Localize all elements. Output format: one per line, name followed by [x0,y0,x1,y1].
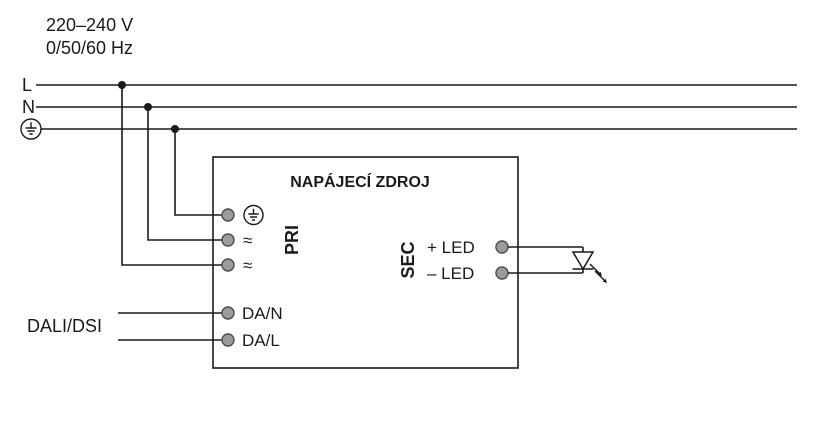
psu-earth-icon-glyph [248,208,259,221]
earth-ground-icon-glyph [25,122,37,135]
wire-n-to-psu [147,107,222,241]
led-emission-arrowhead-2 [602,278,607,283]
led-emission-arrowhead-1 [597,271,602,276]
earth-ground-icon [20,118,42,140]
psu-earth-icon-circle [243,204,264,226]
terminal-led-plus [495,240,509,254]
da-l-label: DA/L [242,331,280,350]
led-minus-label: – LED [427,264,474,283]
psu-earth-icon [243,204,264,226]
wire-l-to-psu [121,85,222,266]
earth-ground-icon-circle [20,118,42,140]
led-icon [571,247,607,283]
led-emission-arrow-1 [589,263,601,275]
ac-symbol-2: ≈ [243,256,252,275]
terminal-ac-1 [221,233,235,247]
terminal-ac-2 [221,258,235,272]
terminal-da-n [221,306,235,320]
supply-frequency-label: 0/50/60 Hz [46,38,133,58]
terminal-led-minus [495,266,509,280]
line-n-label: N [22,97,35,117]
da-n-label: DA/N [242,304,283,323]
dali-dsi-label: DALI/DSI [27,316,102,336]
led-plus-label: + LED [427,238,475,257]
terminal-pe [221,208,235,222]
psu-title: NAPÁJECÍ ZDROJ [290,172,430,191]
led-triangle [571,251,595,271]
led-emission-arrow-2 [594,270,606,282]
supply-voltage-label: 220–240 V [46,15,133,35]
line-l-label: L [22,75,32,95]
sec-label: SEC [398,241,418,278]
terminal-da-l [221,333,235,347]
wire-pe-to-psu [174,129,222,216]
pri-label: PRI [282,225,302,255]
psu-box [212,156,519,369]
ac-symbol-1: ≈ [243,231,252,250]
